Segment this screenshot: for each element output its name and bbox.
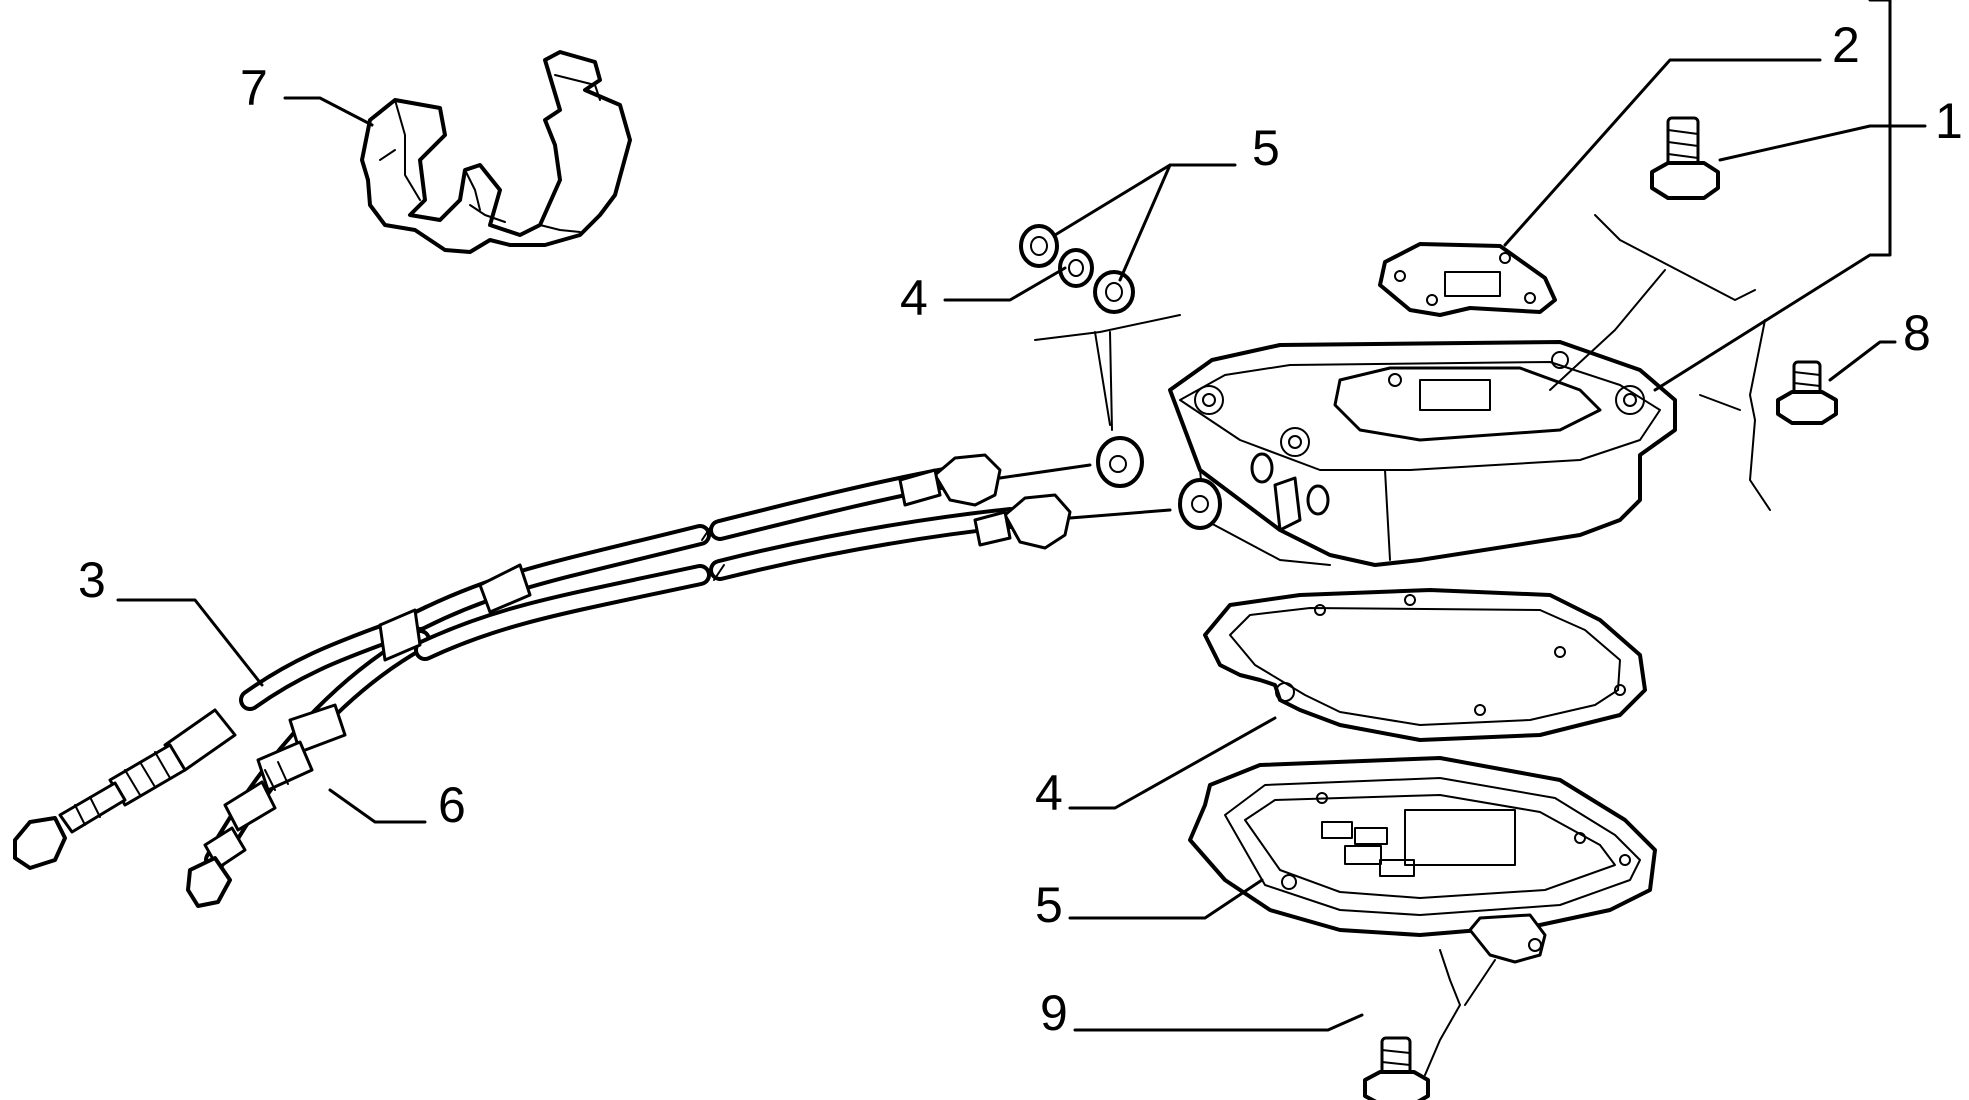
callout-4-bottom: 4	[1035, 765, 1063, 821]
part-8-bolt	[1776, 360, 1838, 425]
callout-2: 2	[1832, 17, 1860, 73]
leader-lines	[116, 0, 1927, 1076]
part-5-washers-top	[1019, 224, 1135, 314]
part-5-base-plate	[1188, 756, 1657, 964]
callout-4-top: 4	[900, 270, 928, 326]
part-3-cable-end	[13, 708, 237, 870]
callout-9: 9	[1040, 985, 1068, 1041]
callout-5-top: 5	[1252, 120, 1280, 176]
lower-cable-end	[973, 478, 1222, 550]
shift-cables	[204, 467, 1021, 871]
part-2-cover-plate	[1378, 242, 1557, 317]
shift-housing	[1168, 340, 1677, 567]
callout-6: 6	[438, 777, 466, 833]
part-6-cable-end	[186, 703, 347, 908]
callout-1: 1	[1935, 93, 1963, 149]
part-7-cable-clip	[360, 50, 632, 254]
part-1-bolt	[1650, 116, 1720, 200]
callout-8: 8	[1903, 305, 1931, 361]
upper-cable-end	[898, 436, 1144, 507]
part-4-gasket	[1203, 588, 1647, 742]
callout-7: 7	[240, 60, 268, 116]
callout-3: 3	[78, 552, 106, 608]
callout-5-bottom: 5	[1035, 877, 1063, 933]
part-9-bolt	[1363, 1036, 1430, 1100]
